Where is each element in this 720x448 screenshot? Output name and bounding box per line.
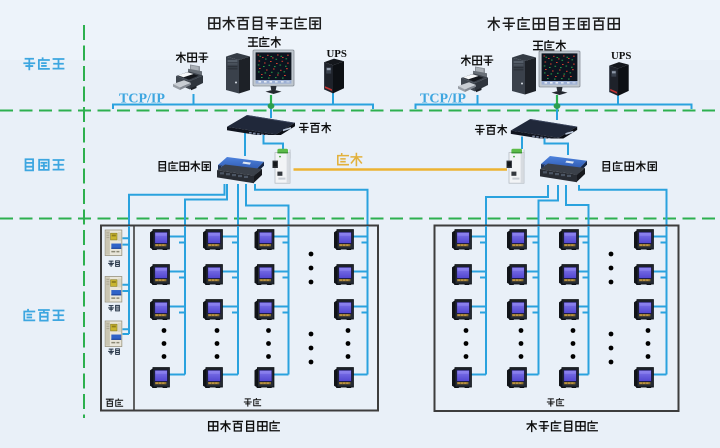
svg-text:TCP/IP: TCP/IP bbox=[420, 92, 466, 107]
svg-text:UPS: UPS bbox=[611, 50, 631, 62]
svg-text:UPS: UPS bbox=[327, 48, 347, 60]
svg-text:TCP/IP: TCP/IP bbox=[119, 92, 165, 107]
